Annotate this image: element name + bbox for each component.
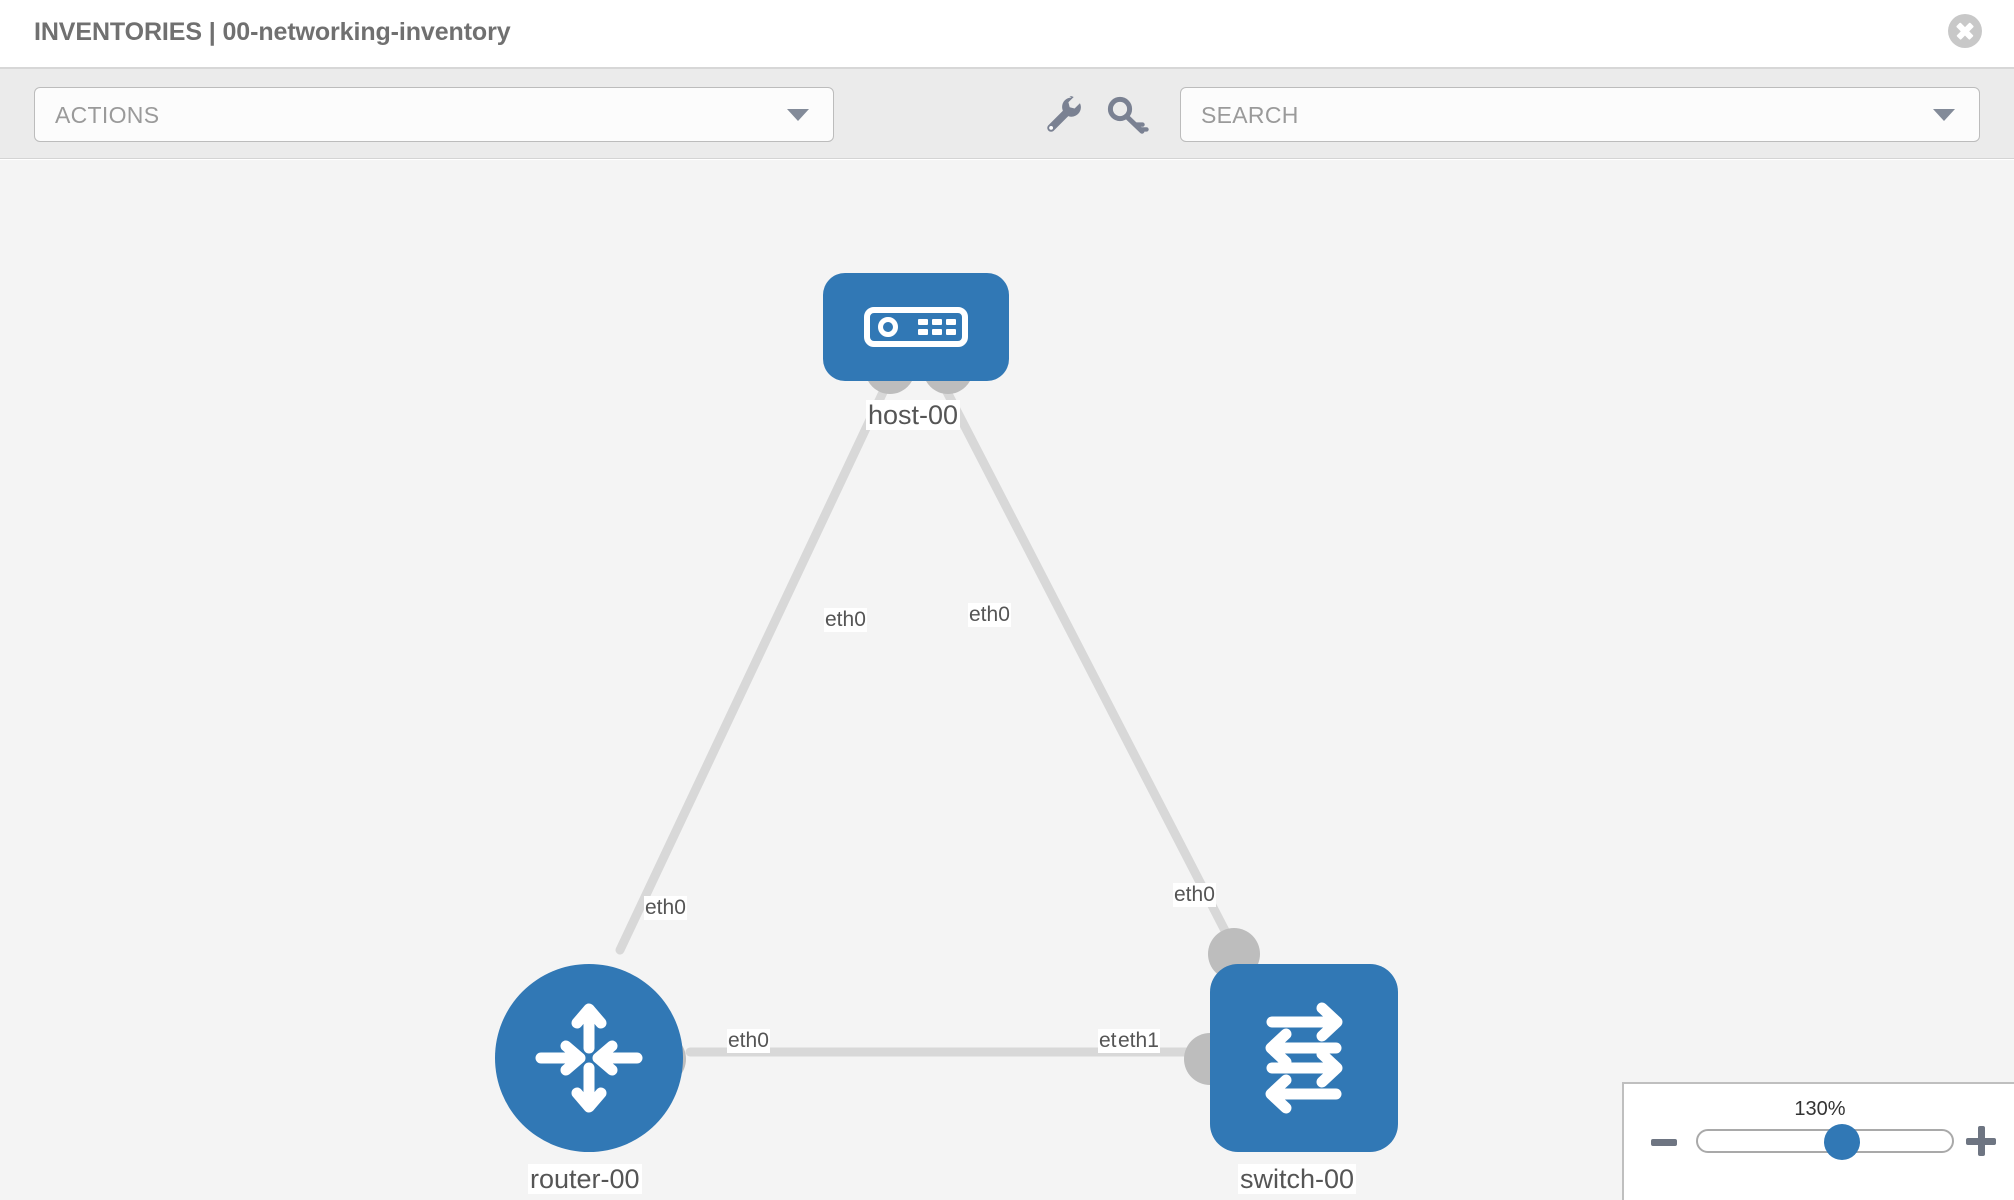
chevron-down-icon[interactable]	[1933, 108, 1955, 121]
edge-label-switch-eth0-up: eth0	[1173, 883, 1216, 908]
link-host-switch[interactable]	[940, 383, 1240, 955]
node-router-00-label: router-00	[528, 1164, 642, 1195]
switch-arrows-icon	[1265, 1002, 1343, 1114]
wrench-icon-svg	[1047, 96, 1081, 132]
zoom-slider-track[interactable]	[1696, 1124, 1954, 1160]
actions-dropdown[interactable]: ACTIONS	[34, 87, 834, 142]
edge-label-switch-eth1: eth1	[1117, 1029, 1160, 1054]
close-icon[interactable]	[1948, 14, 1982, 48]
node-router-00-body[interactable]	[495, 964, 683, 1152]
node-host-00-body[interactable]	[823, 273, 1009, 381]
zoom-control-panel: 130%	[1622, 1082, 2014, 1200]
zoom-slider-handle[interactable]	[1824, 1124, 1861, 1160]
node-host-00-label: host-00	[866, 400, 961, 431]
edge-label-host-eth0-left: eth0	[824, 608, 867, 633]
plus-icon[interactable]	[1966, 1126, 1996, 1156]
page-title: INVENTORIES | 00-networking-inventory	[34, 18, 511, 46]
node-switch-00-label: switch-00	[1238, 1164, 1357, 1195]
key-icon[interactable]	[1100, 87, 1154, 142]
search-input-placeholder: SEARCH	[1201, 102, 1299, 128]
topology-canvas[interactable]: host-00	[0, 160, 2014, 1200]
plus-icon-vertical	[1977, 1126, 1985, 1156]
zoom-percent-label: 130%	[1794, 1098, 1846, 1120]
edge-label-host-eth0-right: eth0	[968, 603, 1011, 628]
chevron-down-icon	[787, 108, 809, 121]
router-arrows-icon	[535, 1003, 643, 1113]
app-header: INVENTORIES | 00-networking-inventory	[0, 0, 2014, 69]
key-icon-svg	[1107, 96, 1149, 134]
edge-label-router-eth0-up: eth0	[644, 896, 687, 921]
search-input[interactable]: SEARCH	[1180, 87, 1980, 142]
server-icon	[864, 307, 968, 347]
actions-dropdown-label: ACTIONS	[55, 102, 160, 128]
edge-label-router-eth0-mid: eth0	[727, 1029, 770, 1054]
toolbar: ACTIONS SEARCH	[0, 69, 2014, 159]
minus-icon[interactable]	[1651, 1139, 1677, 1146]
node-switch-00-body[interactable]	[1210, 964, 1398, 1152]
wrench-icon[interactable]	[1035, 87, 1089, 142]
link-host-router[interactable]	[615, 383, 890, 955]
